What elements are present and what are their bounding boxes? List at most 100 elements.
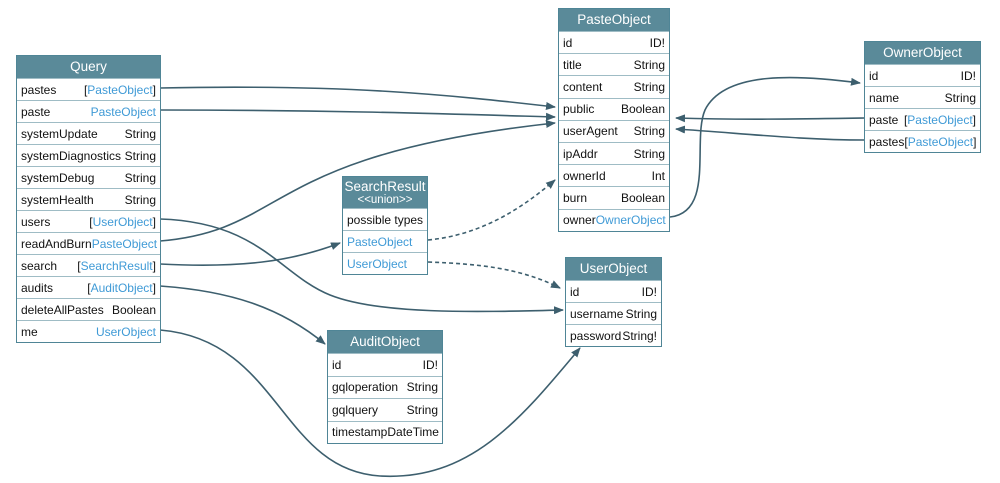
field-type[interactable]: [PasteObject] bbox=[904, 135, 976, 149]
type-link[interactable]: PasteObject bbox=[87, 82, 153, 97]
type-link[interactable]: OwnerObject bbox=[595, 213, 666, 228]
type-link[interactable]: PasteObject bbox=[907, 134, 974, 149]
scalar-type: String bbox=[406, 380, 438, 395]
list-open-bracket: [ bbox=[904, 134, 908, 149]
type-link[interactable]: SearchResult bbox=[80, 258, 153, 273]
scalar-type: String bbox=[633, 79, 665, 94]
search-result-node-title: SearchResult bbox=[344, 179, 426, 194]
scalar-type: String bbox=[124, 192, 156, 207]
field-name: id bbox=[869, 68, 879, 83]
field-type: String bbox=[945, 91, 976, 105]
field-type: String bbox=[634, 58, 665, 72]
field-type[interactable]: UserObject bbox=[96, 325, 156, 339]
paste-object-node-header: PasteObject bbox=[559, 9, 669, 31]
field-type[interactable]: [UserObject] bbox=[89, 215, 156, 229]
field-name: gqloperation bbox=[332, 380, 399, 395]
scalar-type: Boolean bbox=[111, 302, 156, 317]
type-link[interactable]: UserObject bbox=[95, 324, 156, 339]
field-type[interactable]: PasteObject bbox=[91, 105, 156, 119]
field-type[interactable]: [PasteObject] bbox=[904, 113, 976, 127]
field-type[interactable]: [PasteObject] bbox=[84, 83, 156, 97]
query-node-title: Query bbox=[70, 59, 107, 74]
field-row-content: content String bbox=[559, 75, 669, 97]
field-name: public bbox=[563, 102, 595, 117]
field-row-users[interactable]: users[UserObject] bbox=[17, 210, 160, 232]
edge-ownerobject-pastes-to-pasteobject bbox=[675, 125, 866, 141]
field-type: Int bbox=[652, 169, 665, 183]
scalar-type: String bbox=[944, 90, 976, 105]
type-link[interactable]: AuditObject bbox=[90, 280, 153, 295]
list-close-bracket: ] bbox=[972, 112, 976, 127]
search-result-type-label[interactable]: UserObject bbox=[347, 256, 408, 271]
list-close-bracket: ] bbox=[152, 258, 156, 273]
field-type[interactable]: [AuditObject] bbox=[87, 281, 156, 295]
field-type: String bbox=[125, 127, 156, 141]
scalar-type: String bbox=[633, 124, 665, 139]
list-open-bracket: [ bbox=[87, 280, 91, 295]
scalar-type: String bbox=[406, 402, 438, 417]
field-name: systemDiagnostics bbox=[21, 148, 122, 163]
edge-ownerobject-paste-to-pasteobject bbox=[675, 114, 866, 123]
field-row-gqloperation: gqloperation String bbox=[328, 375, 442, 399]
field-type: String! bbox=[622, 329, 657, 343]
user-object-node-title: UserObject bbox=[579, 261, 648, 276]
type-link[interactable]: PasteObject bbox=[91, 236, 158, 251]
type-link[interactable]: PasteObject bbox=[90, 104, 156, 119]
list-open-bracket: [ bbox=[89, 214, 93, 229]
scalar-type: String bbox=[124, 170, 156, 185]
search-result-node[interactable]: SearchResult <<union>> possible types Pa… bbox=[342, 176, 428, 275]
field-type[interactable]: OwnerObject bbox=[596, 213, 666, 227]
edge-query-users-to-userobject bbox=[159, 218, 564, 315]
paste-object-node-title: PasteObject bbox=[577, 12, 651, 27]
field-name: systemDebug bbox=[21, 170, 95, 185]
type-link[interactable]: UserObject bbox=[92, 214, 153, 229]
field-type: String bbox=[125, 171, 156, 185]
field-row-search[interactable]: search[SearchResult] bbox=[17, 254, 160, 276]
owner-object-node-header: OwnerObject bbox=[865, 42, 980, 64]
list-open-bracket: [ bbox=[77, 258, 81, 273]
audit-object-node-title: AuditObject bbox=[350, 334, 420, 349]
search-result-type-row[interactable]: UserObject bbox=[343, 252, 427, 274]
type-link[interactable]: PasteObject bbox=[907, 112, 973, 127]
list-open-bracket: [ bbox=[903, 112, 908, 127]
edge-query-audits-to-auditobject bbox=[159, 285, 326, 345]
scalar-type: ID! bbox=[649, 35, 665, 50]
scalar-type: ID! bbox=[422, 357, 438, 372]
scalar-type: String bbox=[633, 57, 665, 72]
field-type: String bbox=[125, 193, 156, 207]
audit-object-node-header: AuditObject bbox=[328, 331, 442, 353]
edge-searchresult-pasteobject-to-pasteobject bbox=[427, 179, 556, 241]
field-name: systemHealth bbox=[21, 192, 94, 207]
field-row-audits[interactable]: audits[AuditObject] bbox=[17, 276, 160, 298]
field-type[interactable]: [SearchResult] bbox=[77, 259, 156, 273]
search-result-possible-types-label: possible types bbox=[347, 212, 424, 227]
edge-query-search-to-searchresult bbox=[159, 242, 341, 266]
field-row-pastes[interactable]: pastes[PasteObject] bbox=[17, 78, 160, 100]
field-name: content bbox=[563, 79, 603, 94]
field-name: paste bbox=[869, 112, 899, 127]
field-type[interactable]: PasteObject bbox=[92, 237, 157, 251]
field-name: deleteAllPastes bbox=[21, 302, 104, 317]
list-close-bracket: ] bbox=[152, 82, 156, 97]
search-result-node-subtitle: <<union>> bbox=[357, 194, 413, 206]
field-row-pastes[interactable]: pastes[PasteObject] bbox=[865, 130, 980, 152]
search-result-type-label[interactable]: PasteObject bbox=[347, 234, 413, 249]
field-row-paste[interactable]: paste [PasteObject] bbox=[865, 108, 980, 130]
search-result-type-row[interactable]: PasteObject bbox=[343, 230, 427, 252]
